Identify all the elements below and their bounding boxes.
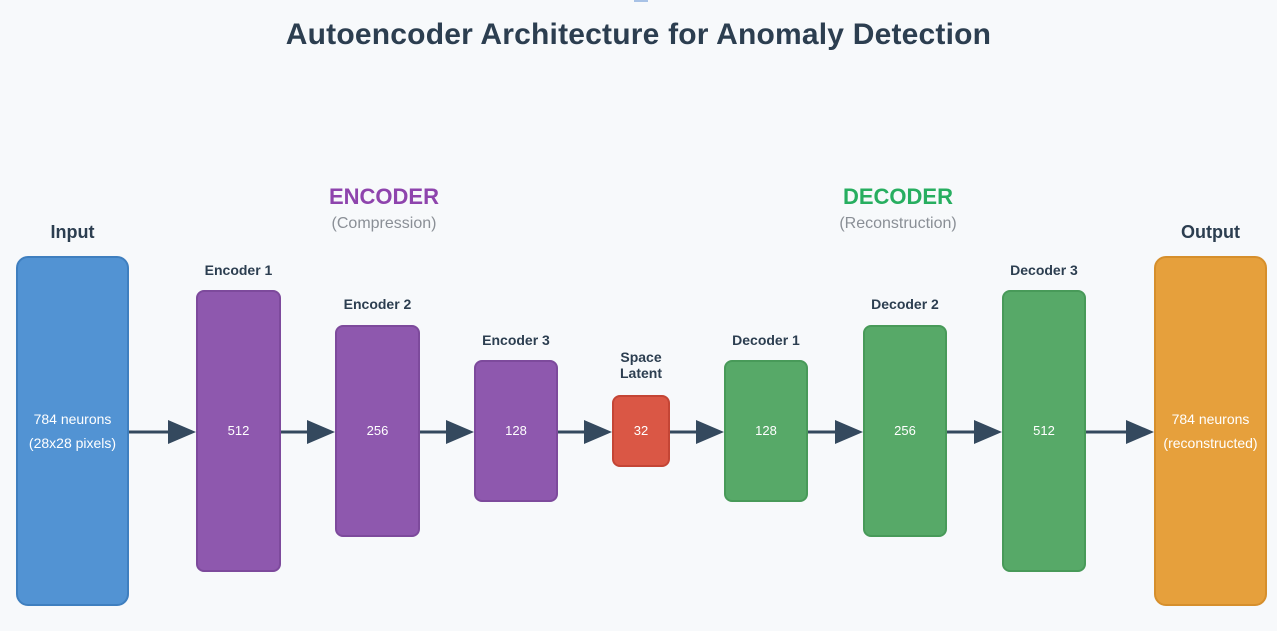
latent-layer: 32 [612, 395, 670, 467]
decoder-2-layer: 256 [863, 325, 947, 537]
encoder-3-label: Encoder 3 [482, 332, 550, 348]
encoder-section-subtitle: (Compression) [331, 215, 437, 232]
input-neurons: 784 neurons [33, 411, 112, 427]
encoder-1-label: Encoder 1 [204, 262, 273, 278]
input-shape: (28x28 pixels) [28, 435, 117, 451]
latent-label-line2: Latent [620, 365, 662, 381]
decoder-3-units: 512 [1033, 423, 1055, 438]
encoder-3-layer: 128 [474, 360, 558, 502]
input-layer: 784 neurons (28x28 pixels) [16, 256, 129, 606]
encoder-2-layer: 256 [335, 325, 420, 537]
decoder-section-subtitle: (Reconstruction) [839, 215, 957, 232]
top-marker [634, 0, 648, 2]
latent-label-line1: Space [620, 349, 662, 365]
encoder-1-layer: 512 [196, 290, 281, 572]
arrowhead-4 [584, 420, 612, 444]
decoder-2-label: Decoder 2 [871, 296, 939, 312]
arrowhead-2 [307, 420, 335, 444]
input-label: Input [50, 222, 95, 242]
output-layer: 784 neurons (reconstructed) [1154, 256, 1267, 606]
decoder-3-layer: 512 [1002, 290, 1086, 572]
decoder-1-units: 128 [755, 423, 777, 438]
encoder-2-units: 256 [366, 423, 389, 438]
diagram-title: Autoencoder Architecture for Anomaly Det… [285, 18, 992, 51]
arrowhead-7 [974, 420, 1002, 444]
encoder-2-label: Encoder 2 [343, 296, 412, 312]
latent-units: 32 [633, 423, 649, 438]
decoder-1-layer: 128 [724, 360, 808, 502]
latent-label: Space Latent [600, 349, 682, 381]
output-neurons: 784 neurons [1171, 411, 1250, 427]
encoder-3-units: 128 [505, 423, 527, 438]
arrowhead-5 [696, 420, 724, 444]
decoder-section-title: DECODER [842, 184, 953, 209]
encoder-1-units: 512 [227, 423, 250, 438]
output-shape: (reconstructed) [1163, 435, 1258, 451]
decoder-3-label: Decoder 3 [1010, 262, 1078, 278]
arrowhead-1 [168, 420, 196, 444]
encoder-section-title: ENCODER [328, 184, 439, 209]
arrowhead-6 [835, 420, 863, 444]
decoder-1-label: Decoder 1 [732, 332, 800, 348]
arrowhead-3 [446, 420, 474, 444]
output-label: Output [1181, 222, 1240, 242]
arrowhead-8 [1126, 420, 1154, 444]
decoder-2-units: 256 [894, 423, 916, 438]
